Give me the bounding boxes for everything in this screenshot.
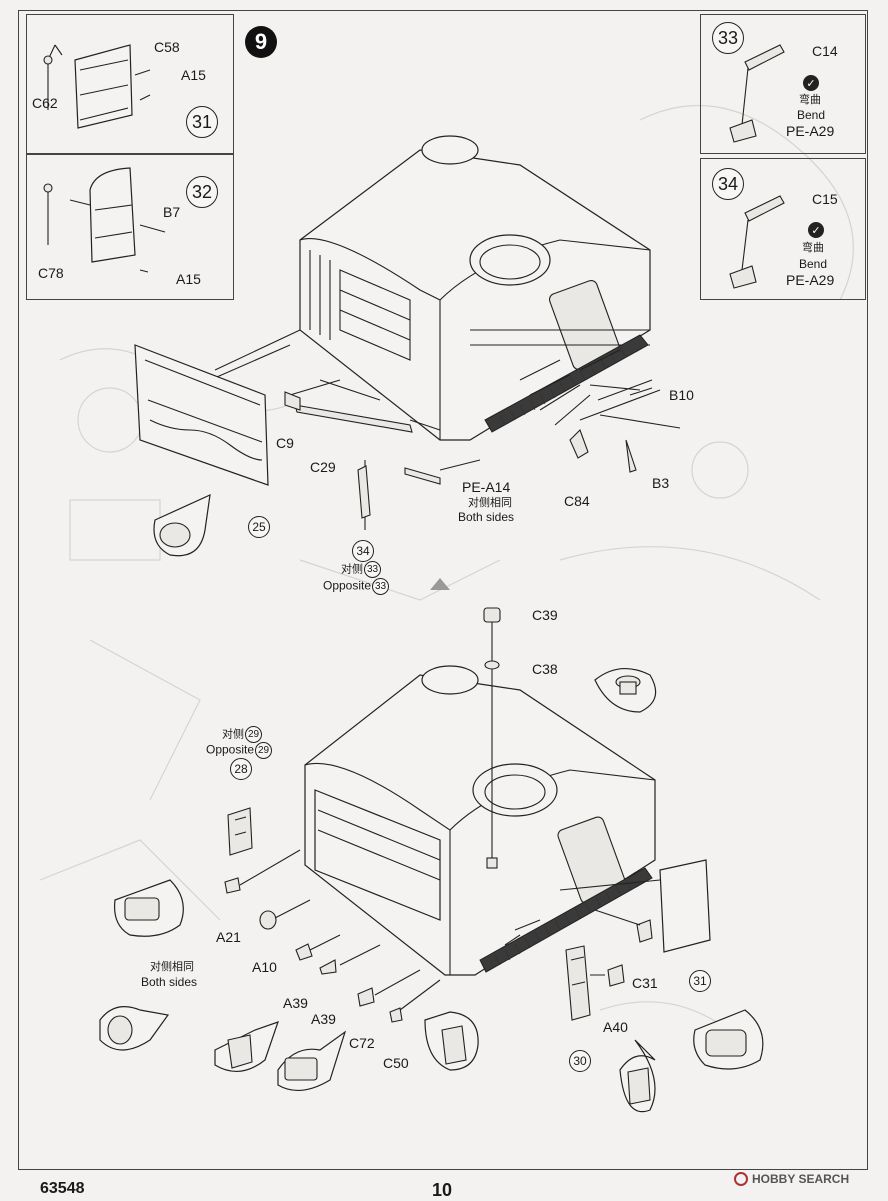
step-number: 9	[245, 26, 277, 58]
part-label: A15	[176, 271, 201, 287]
callout-33: 33	[712, 22, 744, 54]
part-label: C50	[383, 1055, 409, 1071]
inset-33-34-drawing	[729, 44, 785, 289]
product-code: 63548	[40, 1180, 85, 1197]
ref-callout: 29	[255, 742, 273, 759]
page-number: 10	[432, 1180, 453, 1200]
callout-34-upper: 34	[352, 540, 374, 562]
inset-31-drawing	[43, 44, 151, 129]
assembly-arrow	[430, 578, 450, 590]
part-label: A15	[181, 67, 206, 83]
upper-antennas	[569, 379, 681, 473]
part-label: C31	[632, 975, 658, 991]
lower-detail-bubbles	[99, 879, 764, 1113]
inset-33	[700, 14, 866, 154]
part-label: PE-A14	[462, 479, 511, 495]
part-label: B7	[163, 204, 181, 220]
bend-label-en: Bend	[799, 257, 828, 271]
part-label: A10	[252, 959, 277, 975]
part-label: A40	[603, 1019, 628, 1035]
note-cn: 对侧相同	[468, 497, 512, 509]
bend-check-icon: ✓	[808, 222, 824, 238]
lower-detail-c38	[594, 668, 657, 713]
watermark-logo-icon	[734, 1172, 748, 1186]
upper-leader-lines	[209, 329, 641, 530]
part-label: C29	[310, 459, 336, 475]
lower-left-parts	[224, 849, 441, 1023]
callout-30: 30	[569, 1050, 591, 1072]
both-sides-cn: 对侧相同	[150, 961, 194, 973]
part-label: C14	[812, 43, 838, 59]
part-label: A39	[283, 995, 308, 1011]
upper-handle-34	[357, 465, 371, 519]
bend-check-icon: ✓	[803, 75, 819, 91]
inset-34	[700, 158, 866, 300]
callout-34: 34	[712, 168, 744, 200]
callout-25: 25	[248, 516, 270, 538]
part-label: B3	[652, 475, 670, 491]
part-label: C58	[154, 39, 180, 55]
lower-hull-body	[304, 665, 656, 976]
upper-door-25	[134, 344, 269, 486]
lower-box-28	[227, 807, 253, 856]
part-label: PE-A29	[786, 123, 835, 139]
callout-28: 28	[230, 758, 252, 780]
inset-32-drawing	[43, 167, 166, 273]
part-label: C72	[349, 1035, 375, 1051]
upper-pe-strip	[404, 467, 441, 485]
part-label: C62	[32, 95, 58, 111]
note-en: Both sides	[458, 510, 515, 524]
bend-label-en: Bend	[797, 108, 826, 122]
part-label: C38	[532, 661, 558, 677]
part-label: C9	[276, 435, 294, 451]
ref-callout: 29	[245, 726, 262, 743]
bend-label-cn: 弯曲	[802, 242, 824, 254]
upper-hull-body	[299, 135, 651, 441]
upper-detail-bubble	[153, 494, 211, 557]
callout-31: 31	[186, 106, 218, 138]
callout-31-lower: 31	[689, 970, 711, 992]
both-sides-en: Both sides	[141, 975, 198, 989]
lower-right-parts	[504, 859, 711, 1021]
part-label: B10	[669, 387, 694, 403]
part-label: A39	[311, 1011, 336, 1027]
page-frame	[18, 10, 868, 1170]
part-label: C84	[564, 493, 590, 509]
ref-callout: 33	[372, 578, 390, 595]
part-label: C39	[532, 607, 558, 623]
inset-31	[26, 14, 234, 154]
callout-32: 32	[186, 176, 218, 208]
lower-c39-c38	[483, 607, 501, 869]
inset-32	[26, 154, 234, 300]
watermark: HOBBY SEARCH	[734, 1172, 849, 1186]
part-label: C15	[812, 191, 838, 207]
part-label: PE-A29	[786, 272, 835, 288]
part-label: A21	[216, 929, 241, 945]
part-label: C78	[38, 265, 64, 281]
upper-bar-c29	[284, 391, 413, 433]
ref-callout: 33	[364, 561, 381, 578]
bend-label-cn: 弯曲	[799, 94, 821, 106]
